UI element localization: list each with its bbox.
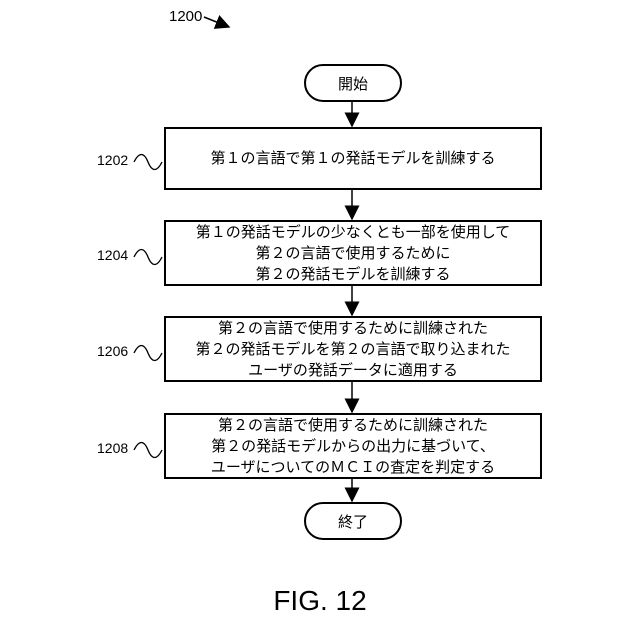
- end-terminal: 終了: [304, 502, 402, 540]
- process-line: 第２の言語で使用するために訓練された: [218, 318, 488, 339]
- process-line: 第２の発話モデルを訓練する: [255, 264, 450, 285]
- process-box-1204: 第１の発話モデルの少なくとも一部を使用して 第２の言語で使用するために 第２の発…: [164, 220, 542, 286]
- process-line: 第２の言語で使用するために: [255, 243, 450, 264]
- process-box-1208: 第２の言語で使用するために訓練された 第２の発話モデルからの出力に基づいて、 ユ…: [164, 413, 542, 479]
- step-ref-1204: 1204: [97, 247, 128, 263]
- ref-leader-1206: [134, 346, 162, 361]
- step-ref-1208: 1208: [97, 440, 128, 456]
- process-line: 第２の言語で使用するために訓練された: [218, 415, 488, 436]
- ref-leader-1204: [134, 250, 162, 265]
- process-line: 第１の発話モデルの少なくとも一部を使用して: [196, 222, 511, 243]
- figure-number: 1200: [169, 8, 202, 25]
- process-line: ユーザについてのＭＣＩの査定を判定する: [211, 457, 495, 478]
- process-box-1206: 第２の言語で使用するために訓練された 第２の発話モデルを第２の言語で取り込まれた…: [164, 316, 542, 382]
- step-ref-1202: 1202: [97, 152, 128, 168]
- figure-caption: FIG. 12: [0, 585, 640, 617]
- end-label: 終了: [338, 511, 368, 532]
- ref-leader-1202: [134, 155, 162, 170]
- step-ref-1206: 1206: [97, 343, 128, 359]
- start-terminal: 開始: [304, 64, 402, 102]
- process-line: ユーザの発話データに適用する: [248, 360, 458, 381]
- process-box-1202: 第１の言語で第１の発話モデルを訓練する: [164, 127, 542, 190]
- process-line: 第２の発話モデルを第２の言語で取り込まれた: [195, 339, 510, 360]
- figure-pointer-arrow: [204, 17, 229, 27]
- ref-leader-1208: [134, 443, 162, 458]
- process-line: 第２の発話モデルからの出力に基づいて、: [211, 436, 495, 457]
- start-label: 開始: [338, 73, 368, 94]
- process-line: 第１の言語で第１の発話モデルを訓練する: [210, 148, 495, 169]
